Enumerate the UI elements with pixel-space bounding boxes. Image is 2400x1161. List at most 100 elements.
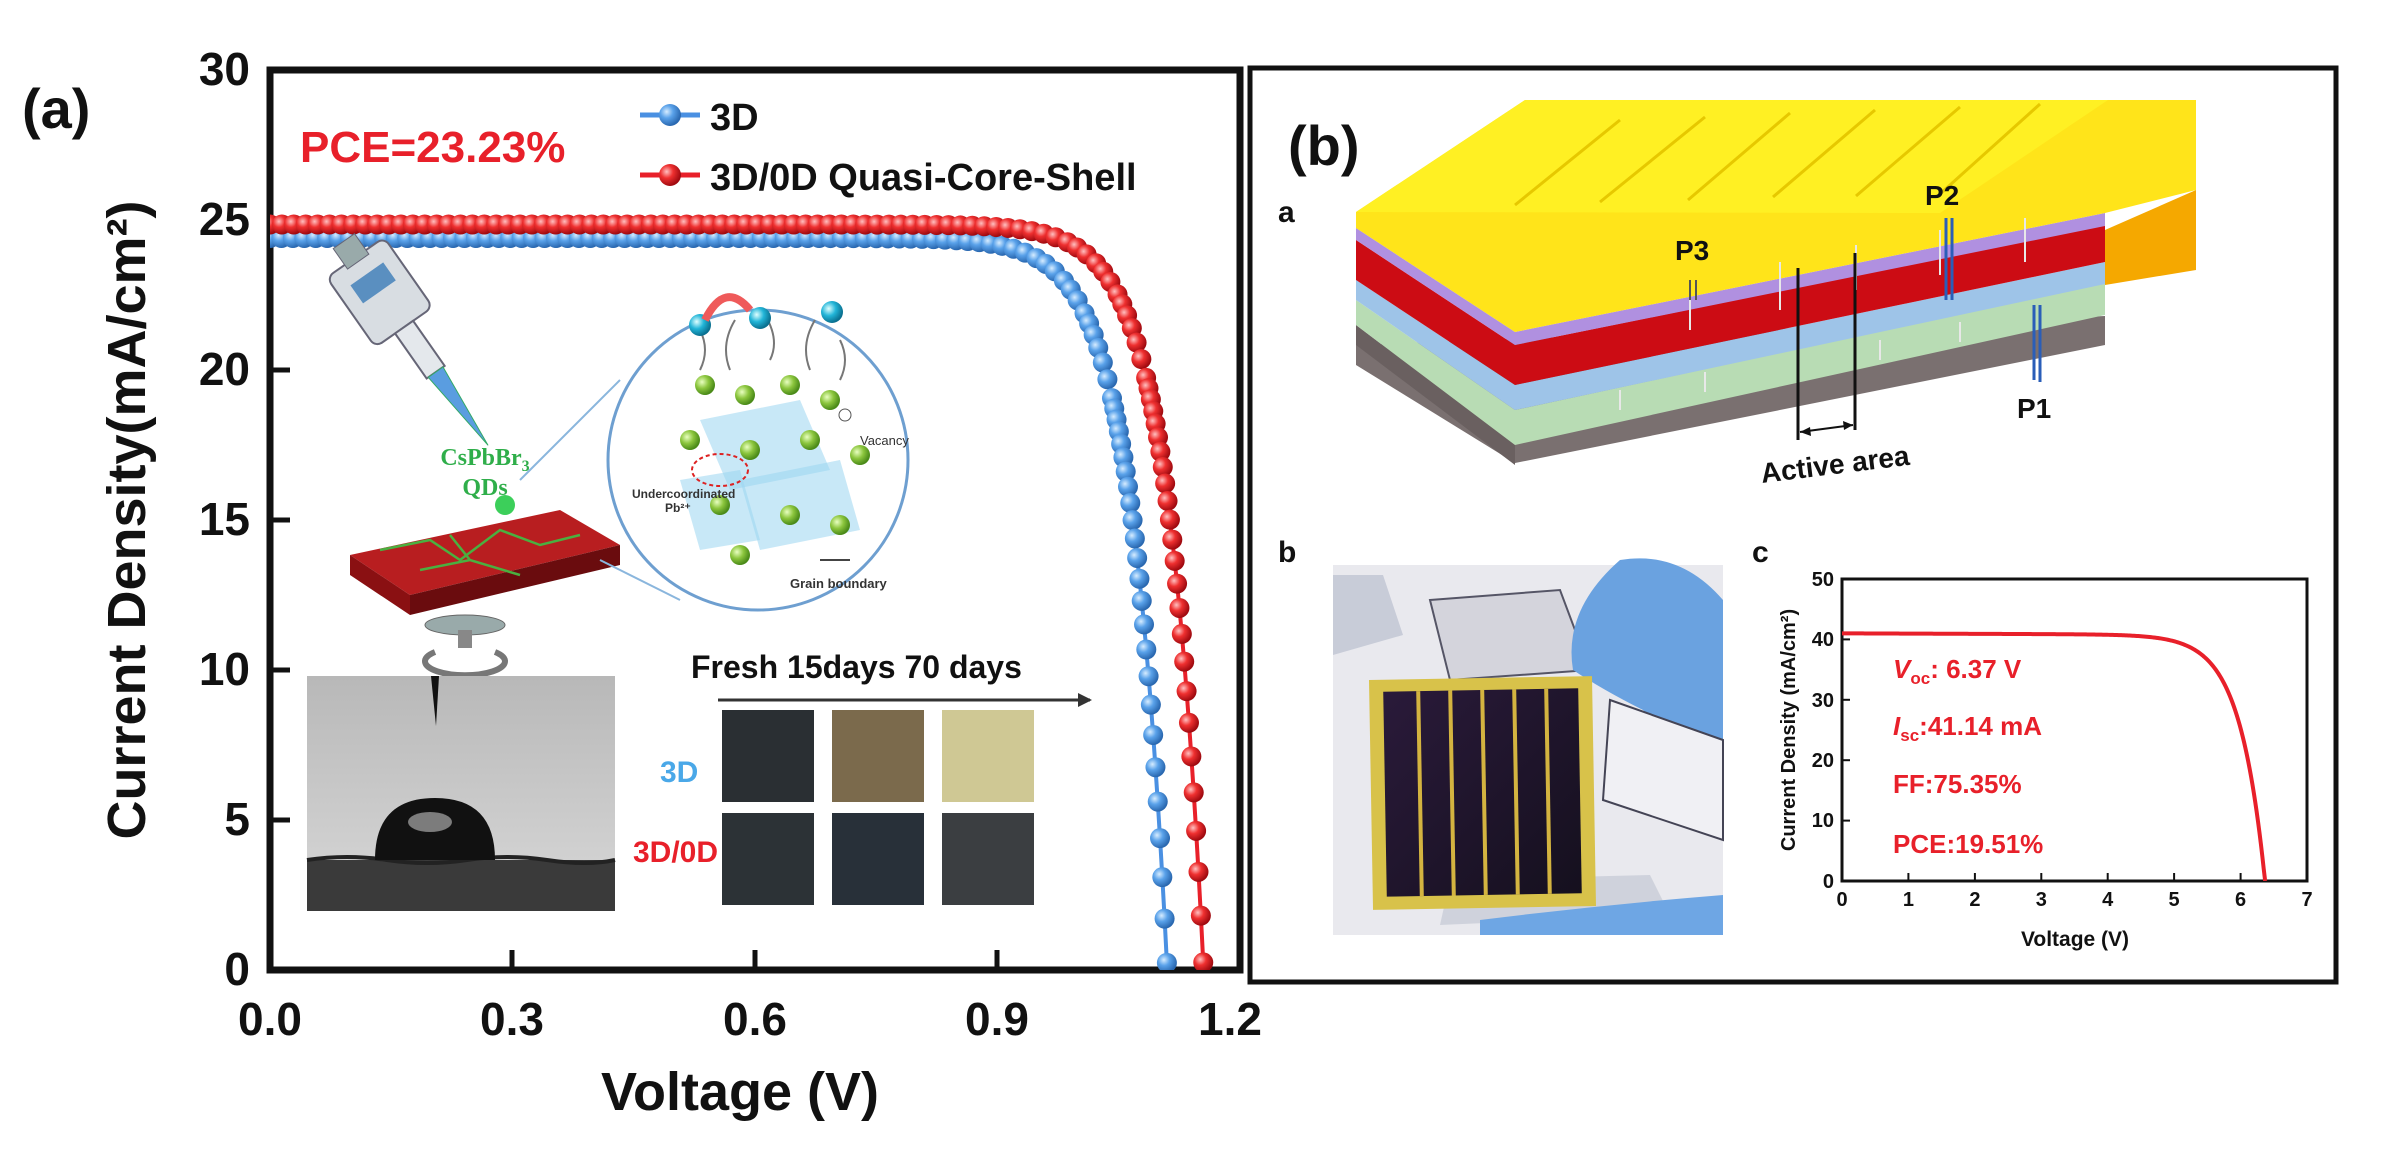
data-point-0 bbox=[1117, 476, 1138, 497]
xtick-a-2: 0.6 bbox=[723, 993, 787, 1045]
data-point-1 bbox=[1183, 782, 1204, 803]
data-point-0 bbox=[1127, 547, 1148, 568]
aging-header: Fresh 15days 70 days bbox=[691, 649, 1022, 685]
isc-annotation: Isc:41.14 mA bbox=[1893, 711, 2042, 745]
zoom-line-1 bbox=[519, 379, 621, 481]
data-point-1 bbox=[1174, 651, 1195, 672]
data-point-0 bbox=[1150, 828, 1171, 849]
aging-swatch bbox=[832, 813, 924, 905]
xtick-a-3: 0.9 bbox=[965, 993, 1029, 1045]
data-point-1 bbox=[1176, 681, 1197, 702]
data-point-1 bbox=[1159, 509, 1180, 530]
data-point-1 bbox=[1131, 349, 1152, 370]
data-point-0 bbox=[1152, 867, 1173, 888]
xaxis-a-label: Voltage (V) bbox=[601, 1062, 879, 1122]
data-point-1 bbox=[1126, 332, 1147, 353]
data-point-0 bbox=[1138, 666, 1159, 687]
legend-marker-3d0d bbox=[659, 164, 681, 186]
module-photo bbox=[1333, 558, 1724, 935]
grain-boundary-label: Grain boundary bbox=[790, 576, 888, 591]
data-point-1 bbox=[1171, 623, 1192, 644]
ytick-c-40: 40 bbox=[1812, 629, 1834, 651]
ytick-c-20: 20 bbox=[1812, 750, 1834, 772]
data-point-0 bbox=[1129, 568, 1150, 589]
legend-3d: 3D bbox=[710, 97, 759, 139]
ytick-a-10: 10 bbox=[199, 643, 250, 695]
data-point-0 bbox=[1156, 952, 1177, 970]
aging-row-3d: 3D bbox=[660, 756, 698, 789]
data-point-0 bbox=[1124, 528, 1145, 549]
xtick-c-4: 4 bbox=[2102, 889, 2114, 911]
ytick-c-50: 50 bbox=[1812, 569, 1834, 591]
data-point-0 bbox=[1140, 694, 1161, 715]
data-point-1 bbox=[1167, 573, 1188, 594]
p1-label: P1 bbox=[2017, 393, 2051, 424]
xtick-a-0: 0.0 bbox=[238, 993, 302, 1045]
crystal-illustration bbox=[680, 293, 870, 565]
zoom-line-2 bbox=[599, 559, 681, 601]
sub-b-label: b bbox=[1278, 536, 1296, 569]
data-point-1 bbox=[1169, 597, 1190, 618]
yaxis-a-label: Current Density(mA/cm²) bbox=[97, 200, 157, 839]
aging-swatch bbox=[722, 710, 814, 802]
data-point-0 bbox=[1145, 757, 1166, 778]
voc-annotation: Voc: 6.37 V bbox=[1893, 654, 2022, 688]
module-schematic bbox=[1356, 100, 2196, 465]
plot-c-series bbox=[1842, 631, 2268, 881]
xtick-c-7: 7 bbox=[2301, 889, 2312, 911]
pipette-illustration bbox=[328, 232, 515, 515]
xtick-c-2: 2 bbox=[1969, 889, 1980, 911]
ytick-c-10: 10 bbox=[1812, 810, 1834, 832]
data-point-0 bbox=[1120, 492, 1141, 513]
series-line-module bbox=[1842, 631, 2268, 881]
pb-label: Pb²⁺ bbox=[665, 501, 691, 515]
data-point-1 bbox=[1152, 457, 1173, 478]
ytick-a-5: 5 bbox=[224, 793, 250, 845]
data-point-1 bbox=[1188, 861, 1209, 882]
aging-swatches bbox=[722, 710, 1034, 905]
ytick-c-30: 30 bbox=[1812, 690, 1834, 712]
data-point-1 bbox=[1157, 490, 1178, 511]
vacancy-label: Vacancy bbox=[860, 433, 909, 448]
p3-label: P3 bbox=[1675, 235, 1709, 266]
data-point-0 bbox=[1143, 724, 1164, 745]
xtick-c-3: 3 bbox=[2036, 889, 2047, 911]
data-point-1 bbox=[1181, 746, 1202, 767]
ytick-c-0: 0 bbox=[1823, 871, 1834, 893]
data-point-1 bbox=[1155, 473, 1176, 494]
data-point-0 bbox=[1092, 352, 1113, 373]
aging-swatch bbox=[722, 813, 814, 905]
data-point-1 bbox=[1150, 441, 1171, 462]
aging-swatch bbox=[942, 813, 1034, 905]
legend-marker-3d bbox=[659, 104, 681, 126]
ytick-a-30: 30 bbox=[199, 43, 250, 95]
inset-qds-label: QDs bbox=[462, 475, 507, 501]
data-point-1 bbox=[1164, 550, 1185, 571]
contact-angle-photo bbox=[306, 676, 616, 911]
data-point-1 bbox=[1193, 952, 1214, 970]
data-point-0 bbox=[1122, 510, 1143, 531]
inset-csbbr-label: CsPbBr3 bbox=[440, 445, 529, 475]
plot-c-ticks bbox=[1842, 638, 2242, 881]
aging-arrow-head bbox=[1078, 693, 1092, 707]
panel-b-label: (b) bbox=[1288, 114, 1360, 177]
data-point-0 bbox=[1131, 590, 1152, 611]
panel-a-label: (a) bbox=[22, 77, 90, 140]
ytick-a-20: 20 bbox=[199, 343, 250, 395]
xtick-a-1: 0.3 bbox=[480, 993, 544, 1045]
data-point-1 bbox=[1186, 820, 1207, 841]
pce-label: PCE=23.23% bbox=[300, 123, 565, 172]
ff-annotation: FF:75.35% bbox=[1893, 769, 2022, 799]
aging-swatch bbox=[832, 710, 924, 802]
p2-label: P2 bbox=[1925, 180, 1959, 211]
plot-a-series bbox=[270, 214, 1214, 970]
data-point-1 bbox=[1190, 905, 1211, 926]
ytick-a-25: 25 bbox=[199, 193, 250, 245]
data-point-0 bbox=[1097, 369, 1118, 390]
ytick-a-0: 0 bbox=[224, 943, 250, 995]
data-point-1 bbox=[1162, 529, 1183, 550]
legend-3d0d: 3D/0D Quasi-Core-Shell bbox=[710, 157, 1137, 199]
substrate-illustration bbox=[350, 510, 620, 679]
data-point-0 bbox=[1136, 639, 1157, 660]
pce-annotation: PCE:19.51% bbox=[1893, 829, 2043, 859]
